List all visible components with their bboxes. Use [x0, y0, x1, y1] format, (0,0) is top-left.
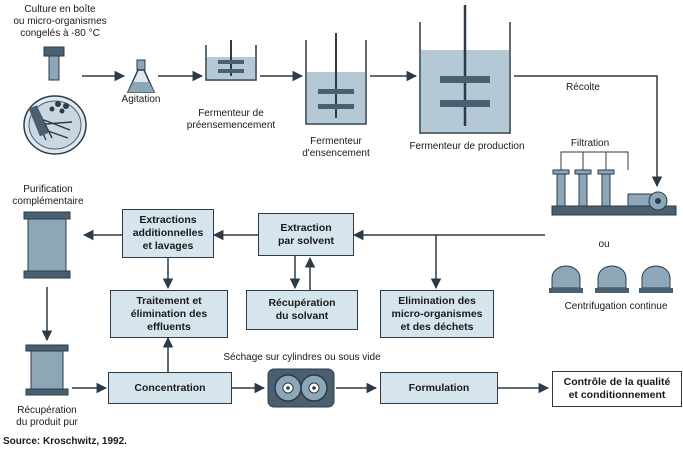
solvent-recovery-box: Récupération du solvant — [246, 290, 358, 330]
product-recovery-label: Récupération du produit pur — [16, 405, 78, 428]
centrifugation-label: Centrifugation continue — [564, 301, 668, 312]
extractions-washes-box: Extractions additionnelles et lavages — [122, 209, 214, 258]
production-fermenter-label: Fermenteur de production — [409, 141, 525, 152]
filter-press-icon — [551, 151, 677, 216]
or-label: ou — [598, 239, 610, 250]
centrifuge-icon — [549, 265, 673, 293]
purification-column-icon — [23, 211, 71, 279]
source-caption: Source: Kroschwitz, 1992. — [3, 436, 127, 447]
agitation-label: Agitation — [121, 94, 161, 105]
inoculum-fermenter-label: Fermenteur d'ensencement — [302, 136, 370, 159]
concentration-box: Concentration — [108, 372, 232, 404]
flask-icon — [126, 59, 156, 93]
effluent-treatment-box: Traitement et élimination des effluents — [110, 290, 228, 338]
inoculum-fermenter-icon — [305, 33, 367, 125]
drying-label: Séchage sur cylindres ou sous vide — [223, 352, 381, 363]
solvent-extraction-box: Extraction par solvent — [258, 213, 354, 256]
quality-control-box: Contrôle de la qualité et conditionnemen… — [552, 371, 682, 407]
purification-label: Purification complémentaire — [12, 184, 84, 207]
stock-culture-label: Culture en boîte ou micro-organismes con… — [13, 4, 107, 39]
petri-dish-icon — [23, 95, 87, 155]
seed-fermenter-icon — [205, 40, 257, 81]
waste-removal-box: Elimination des micro-organismes et des … — [380, 290, 494, 338]
filtration-label: Filtration — [570, 138, 610, 149]
frozen-vial-icon — [43, 46, 65, 81]
formulation-box: Formulation — [380, 372, 498, 404]
seed-fermenter-label: Fermenteur de préensemencement — [186, 108, 276, 131]
drum-dryer-icon — [267, 368, 335, 408]
production-fermenter-icon — [419, 5, 511, 134]
harvest-label: Récolte — [566, 82, 600, 93]
recovery-column-icon — [25, 344, 69, 396]
